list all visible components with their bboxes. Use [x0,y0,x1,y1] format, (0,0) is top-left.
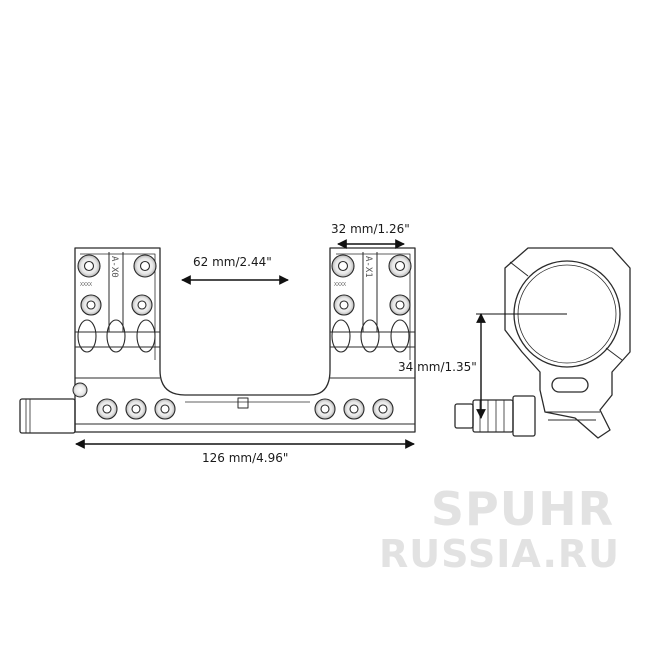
ring-spacing-label: 62 mm/2.44" [193,255,272,269]
rear-ring-model-engraving: A-X1 [363,256,373,278]
oval-slot [360,319,380,353]
watermark-brand: SPUHR [430,482,614,536]
rear-ring-code-engraving: XXXX [334,282,346,288]
base-pin [72,382,88,398]
screw-icon [102,404,112,414]
rear-ring-slots [331,319,410,353]
oval-slot [77,319,97,353]
front-ring-inner-contour [80,253,156,360]
screw-icon [131,404,141,414]
clamp-knob [19,398,76,434]
clamp-body-end [472,399,514,433]
front-ring-slots [77,319,156,353]
screw-icon [378,404,388,414]
screw-icon [139,260,151,272]
center-height-label: 34 mm/1.35" [398,360,477,374]
dimension-lines [75,239,567,449]
screw-icon [395,300,405,310]
front-ring-code-engraving: XXXX [80,282,92,288]
front-ring-center-slot [108,252,124,332]
screw-icon [337,260,349,272]
cap-split-line-2 [605,347,623,361]
screw-icon [320,404,330,414]
rear-ring-middle-screws [333,294,411,316]
oval-slot [106,319,126,353]
overall-length-label: 126 mm/4.96" [202,451,288,465]
rear-ring-center-slot [362,252,378,332]
screw-icon [83,260,95,272]
clamp-nut-end [512,395,536,437]
oval-slot [390,319,410,353]
ring-width-label: 32 mm/1.26" [331,222,410,236]
screw-icon [160,404,170,414]
screw-icon [86,300,96,310]
screw-icon [137,300,147,310]
oval-slot [331,319,351,353]
rear-ring-top-screws [331,254,412,278]
clamp-knob-end [454,403,474,429]
screw-icon [339,300,349,310]
oval-slot [136,319,156,353]
front-ring-top-screws [77,254,157,278]
screw-icon [394,260,406,272]
ring-end-outline [504,247,631,439]
front-ring-model-engraving: A-X0 [109,256,119,278]
mount-side-view [19,247,416,434]
cap-split-line [509,261,529,277]
base-screws [96,398,394,420]
rear-ring-inner-contour [336,253,411,360]
mount-body-outline [74,247,416,433]
screw-icon [349,404,359,414]
end-view-slot [551,377,589,393]
watermark-site: RUSSIA.RU [379,532,620,576]
recoil-notch [237,397,249,409]
front-ring-middle-screws [80,294,153,316]
